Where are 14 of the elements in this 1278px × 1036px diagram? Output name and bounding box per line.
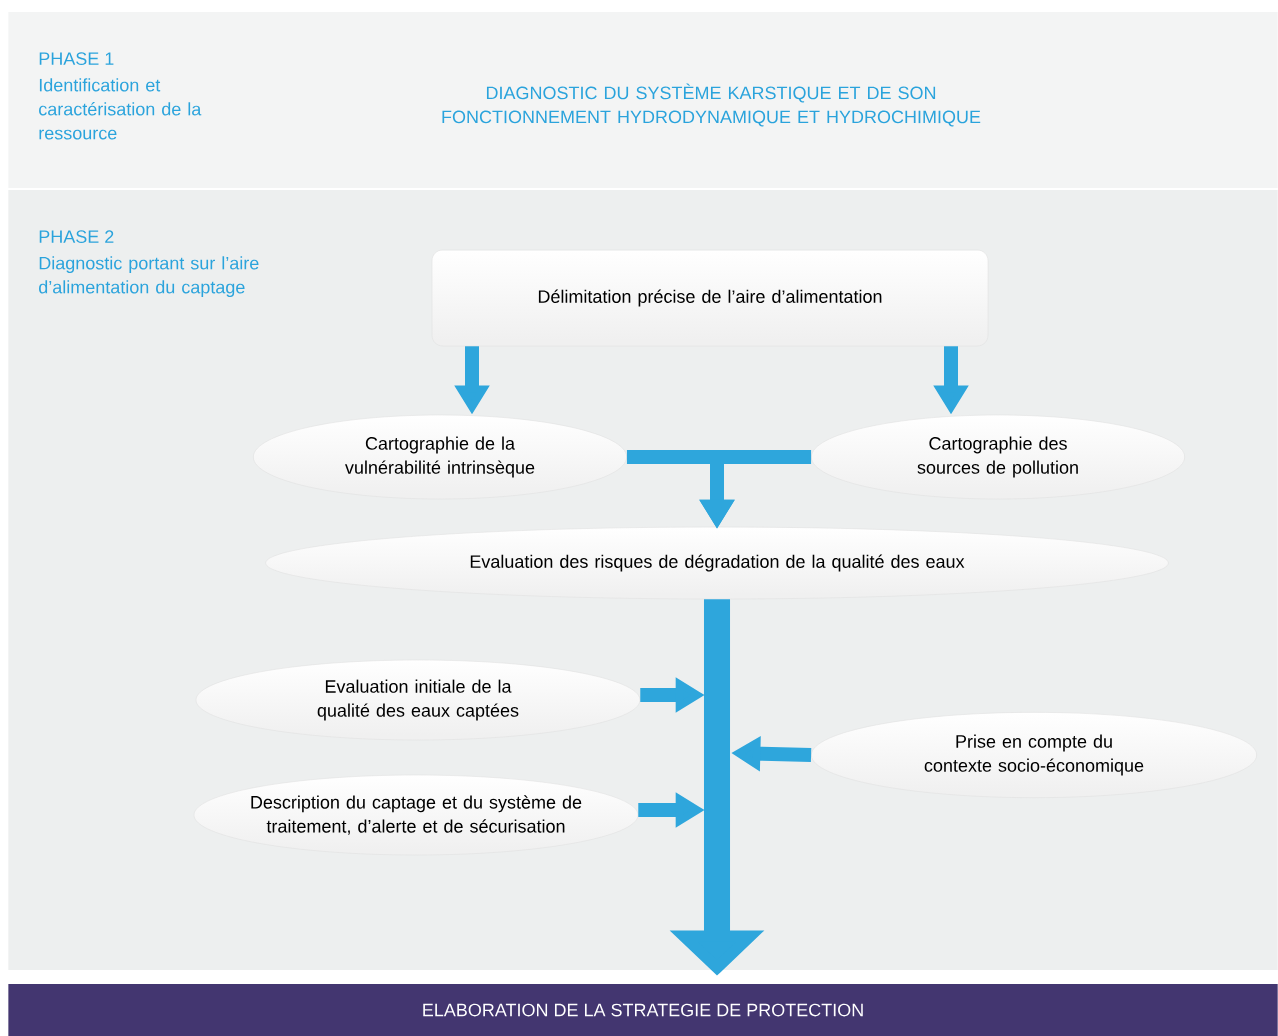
- phase-heading: PHASE 1: [39, 52, 114, 65]
- node-text: Prise en compte du contexte socio-économique: [924, 734, 1144, 776]
- process-box: [431, 249, 989, 347]
- strategy-band: ELABORATION DE LA STRATEGIE DE PROTECTION: [8, 984, 1278, 1036]
- phase-title: Identification et caractérisation de la ressource: [39, 78, 202, 140]
- phase-heading: PHASE 2: [39, 230, 114, 243]
- node-text: Cartographie des sources de pollution: [917, 436, 1078, 478]
- phase-description: DIAGNOSTIC DU SYSTÈME KARSTIQUE ET DE SON FONCTIONNEMENT HYDRODYNAMIQUE ET HYDROCHIMIQUE: [442, 83, 981, 127]
- node-text: Evaluation initiale de la qualité des eaux captées: [317, 679, 519, 721]
- node-text: Délimitation précise de l’aire d’alimentation: [538, 289, 882, 307]
- node-text: Cartographie de la vulnérabilité intrinsèque: [345, 436, 535, 478]
- phase-title: Diagnostic portant sur l’aire d’alimentation du captage: [39, 256, 259, 298]
- node-text: Description du captage et du système de traitement, d’alerte et de sécurisation: [251, 795, 582, 835]
- node-text: Evaluation des risques de dégradation de la qualité des eaux: [470, 554, 965, 572]
